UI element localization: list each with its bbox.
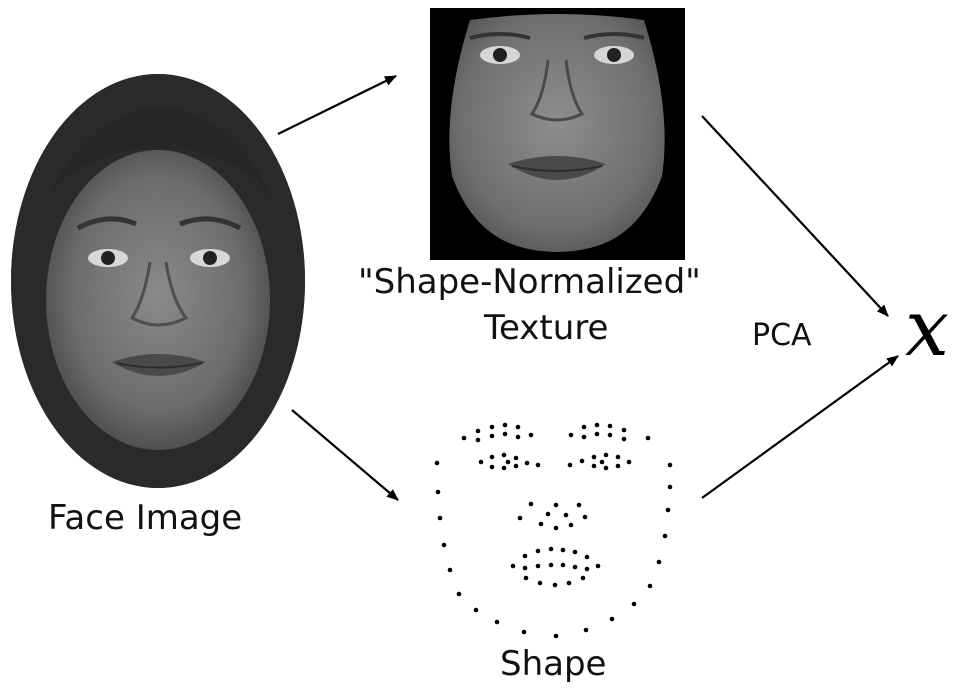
arrow-shape-to-x (702, 356, 898, 498)
shape-normalized-texture-image (430, 8, 685, 260)
face-image (0, 60, 320, 500)
arrow-face-to-texture (278, 76, 396, 134)
face-image-label: Face Image (48, 498, 242, 538)
pca-label: PCA (752, 318, 812, 353)
shape-label: Shape (500, 644, 606, 684)
arrow-texture-to-x (702, 116, 888, 316)
shape-landmarks (435, 423, 673, 639)
texture-label-line2: Texture (484, 308, 608, 348)
x-symbol: x (905, 284, 949, 374)
texture-label-line1: "Shape-Normalized" (358, 262, 701, 302)
arrow-face-to-shape (292, 410, 398, 500)
